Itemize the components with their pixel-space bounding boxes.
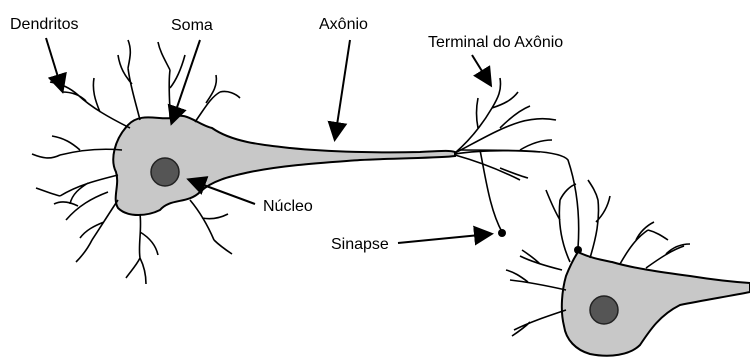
- label-axon-terminal: Terminal do Axônio: [428, 34, 563, 51]
- label-nucleus: Núcleo: [263, 198, 313, 215]
- neuron-2-nucleus: [590, 296, 618, 324]
- label-dendrites: Dendritos: [10, 16, 78, 33]
- arrow-synapse: [398, 234, 490, 243]
- arrow-axon: [335, 40, 350, 138]
- neuron-1-nucleus: [151, 158, 179, 186]
- neuron-2-body: [562, 252, 750, 356]
- label-synapse: Sinapse: [331, 236, 389, 253]
- arrow-axon-terminal: [472, 55, 490, 84]
- label-axon: Axônio: [319, 16, 368, 33]
- label-soma: Soma: [171, 17, 213, 34]
- synapse-dot-1: [498, 229, 506, 237]
- arrow-soma: [172, 40, 200, 122]
